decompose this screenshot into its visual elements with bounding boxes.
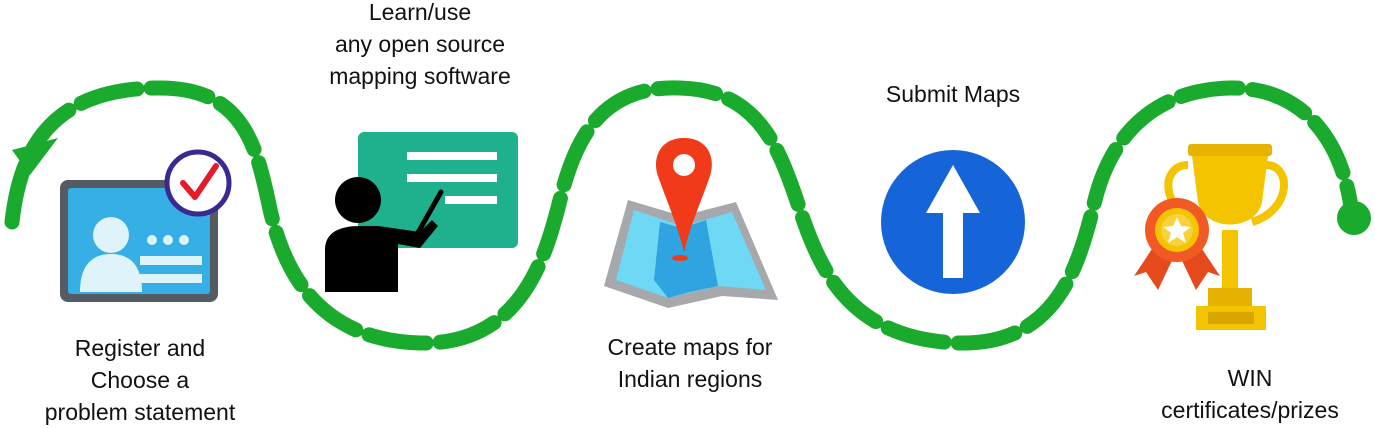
step-3-line-2: Indian regions xyxy=(617,366,763,392)
step-3-line-1: Create maps for xyxy=(607,334,773,360)
step-1-label: Register and Choose a problem statement xyxy=(30,332,250,428)
step-1-line-3: problem statement xyxy=(44,399,236,425)
path-arrowhead-icon xyxy=(12,138,58,175)
step-1-line-1: Register and xyxy=(74,335,206,361)
path-end-dot-icon xyxy=(1337,201,1371,235)
trophy-icon xyxy=(1134,144,1289,330)
id-card-check-icon xyxy=(60,149,232,302)
step-5-label: WIN certificates/prizes xyxy=(1140,362,1360,426)
step-1-line-2: Choose a xyxy=(90,367,190,393)
step-5-line-2: certificates/prizes xyxy=(1161,397,1339,423)
step-4-label: Submit Maps xyxy=(843,78,1063,110)
teacher-board-icon xyxy=(325,132,518,292)
step-2-label: Learn/use any open source mapping softwa… xyxy=(300,0,540,92)
map-pin-icon xyxy=(604,138,778,308)
upload-arrow-icon xyxy=(881,150,1025,294)
wavy-path xyxy=(4,80,1360,351)
step-4-line-1: Submit Maps xyxy=(885,81,1021,107)
step-5-line-1: WIN xyxy=(1227,365,1273,391)
step-2-line-3: mapping software xyxy=(329,63,511,89)
step-2-line-1: Learn/use xyxy=(368,0,472,25)
step-2-line-2: any open source xyxy=(334,31,506,57)
step-3-label: Create maps for Indian regions xyxy=(570,331,810,395)
